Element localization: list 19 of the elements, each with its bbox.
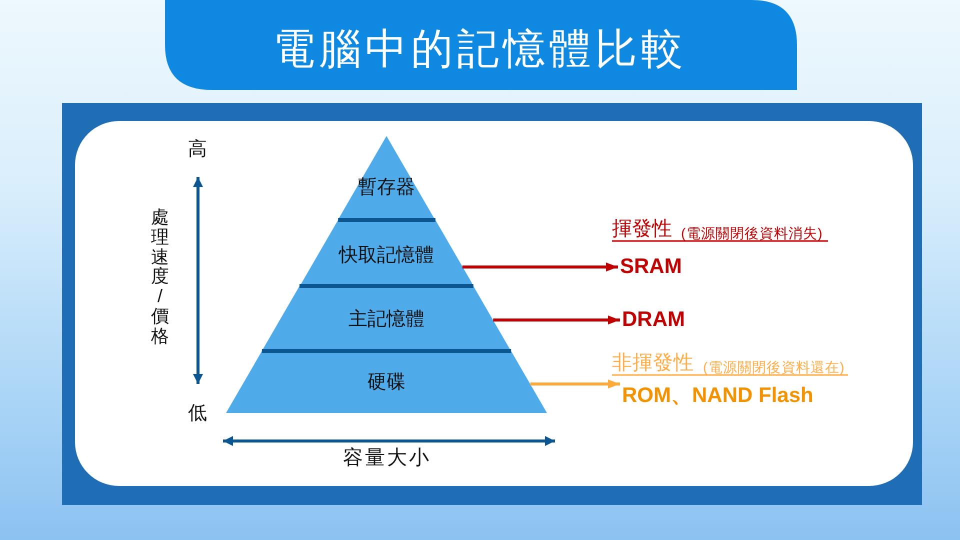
category-note: (電源關閉後資料消失)	[681, 224, 823, 242]
memory-type-label: ROM、NAND Flash	[622, 383, 814, 409]
axis-label: 高	[188, 138, 207, 160]
tier-label: 硬碟	[367, 372, 406, 394]
category-note: (電源關閉後資料還在)	[703, 358, 845, 376]
tier-label: 主記憶體	[348, 309, 424, 331]
axis-label: 容量大小	[343, 446, 431, 470]
arrow	[493, 316, 620, 324]
arrow	[530, 380, 620, 388]
memory-type-label: SRAM	[620, 254, 682, 280]
tier-label: 快取記憶體	[338, 245, 434, 267]
tier-label: 暫存器	[358, 177, 415, 199]
category-heading: 非揮發性	[612, 351, 694, 375]
title: 電腦中的記憶體比較	[273, 24, 687, 74]
arrow	[462, 262, 618, 272]
axis-label: 處理速度/價格	[151, 208, 169, 347]
category-heading: 揮發性	[612, 217, 672, 241]
memory-type-label: DRAM	[622, 307, 685, 333]
axis-label: 低	[188, 402, 207, 424]
